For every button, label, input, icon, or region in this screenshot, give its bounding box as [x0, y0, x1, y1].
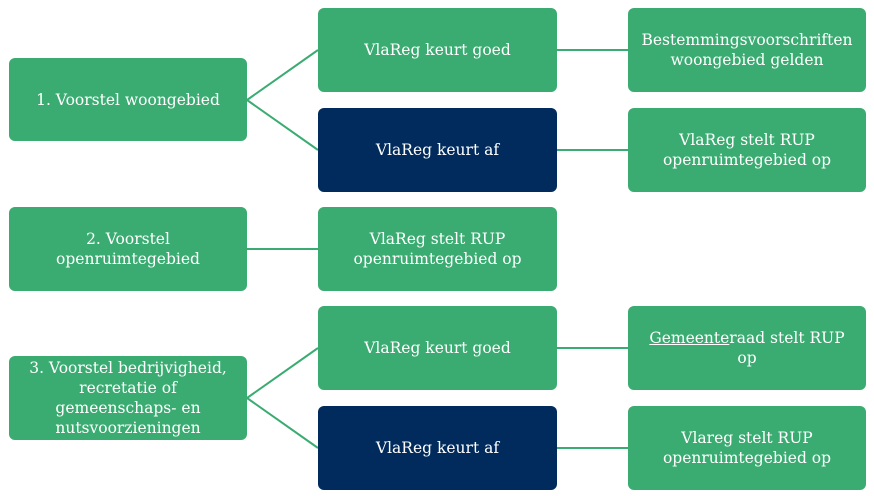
result-bedrijvigheid-reject: Vlareg stelt RUP openruimtegebied op [628, 406, 866, 490]
result-bedrijvigheid-approve: Gemeenteraad stelt RUP op [628, 306, 866, 390]
proposal-bedrijvigheid-line1: 3. Voorstel bedrijvigheid, [29, 359, 227, 377]
proposal-openruimtegebied-line1: 2. Voorstel [86, 230, 170, 248]
gemeente-underlined-text: Gemeente [649, 329, 730, 347]
proposal-woongebied: 1. Voorstel woongebied [9, 58, 247, 141]
result-woongebied-reject: VlaReg stelt RUP openruimtegebied op [628, 108, 866, 192]
connector-3-to-approve [246, 347, 319, 399]
result-bedrijvigheid-reject-line1: Vlareg stelt RUP [681, 429, 813, 447]
result-woongebied-reject-line2: openruimtegebied op [662, 151, 832, 169]
proposal-bedrijvigheid-line4: nutsvoorzieningen [55, 419, 201, 437]
proposal-openruimtegebied-line2: openruimtegebied [56, 250, 200, 268]
result-bedrijvigheid-approve-line1: Gemeenteraad stelt RUP [649, 328, 844, 348]
connector-1-to-approve [246, 49, 319, 101]
approve-bedrijvigheid-label: VlaReg keurt goed [364, 339, 511, 357]
proposal-woongebied-text: 1. Voorstel woongebied [36, 90, 220, 109]
approve-woongebied-label: VlaReg keurt goed [364, 41, 511, 59]
result-openruimtegebied-line1: VlaReg stelt RUP [369, 230, 506, 248]
result-openruimtegebied: VlaReg stelt RUP openruimtegebied op [318, 207, 557, 291]
approve-woongebied: VlaReg keurt goed [318, 8, 557, 92]
reject-woongebied: VlaReg keurt af [318, 108, 557, 192]
connector-3-to-reject [246, 397, 319, 449]
reject-woongebied-label: VlaReg keurt af [375, 141, 500, 159]
proposal-bedrijvigheid-line3: gemeenschaps- en [55, 399, 201, 417]
result-bedrijvigheid-approve-rest: raad stelt RUP [729, 329, 845, 347]
connector-1-to-reject [246, 99, 319, 151]
proposal-bedrijvigheid-line2: recretatie of [79, 379, 177, 397]
result-woongebied-reject-line1: VlaReg stelt RUP [679, 131, 815, 149]
approve-bedrijvigheid: VlaReg keurt goed [318, 306, 557, 390]
reject-bedrijvigheid-label: VlaReg keurt af [375, 439, 500, 457]
result-woongebied-approve: Bestemmingsvoorschriften woongebied geld… [628, 8, 866, 92]
result-bedrijvigheid-approve-line2: op [737, 349, 757, 367]
proposal-openruimtegebied: 2. Voorstel openruimtegebied [9, 207, 247, 291]
proposal-bedrijvigheid: 3. Voorstel bedrijvigheid, recretatie of… [9, 356, 247, 440]
result-woongebied-approve-line2: woongebied gelden [670, 51, 824, 69]
result-bedrijvigheid-reject-line2: openruimtegebied op [662, 449, 832, 467]
reject-bedrijvigheid: VlaReg keurt af [318, 406, 557, 490]
result-woongebied-approve-line1: Bestemmingsvoorschriften [641, 31, 853, 49]
result-openruimtegebied-line2: openruimtegebied op [353, 250, 522, 268]
